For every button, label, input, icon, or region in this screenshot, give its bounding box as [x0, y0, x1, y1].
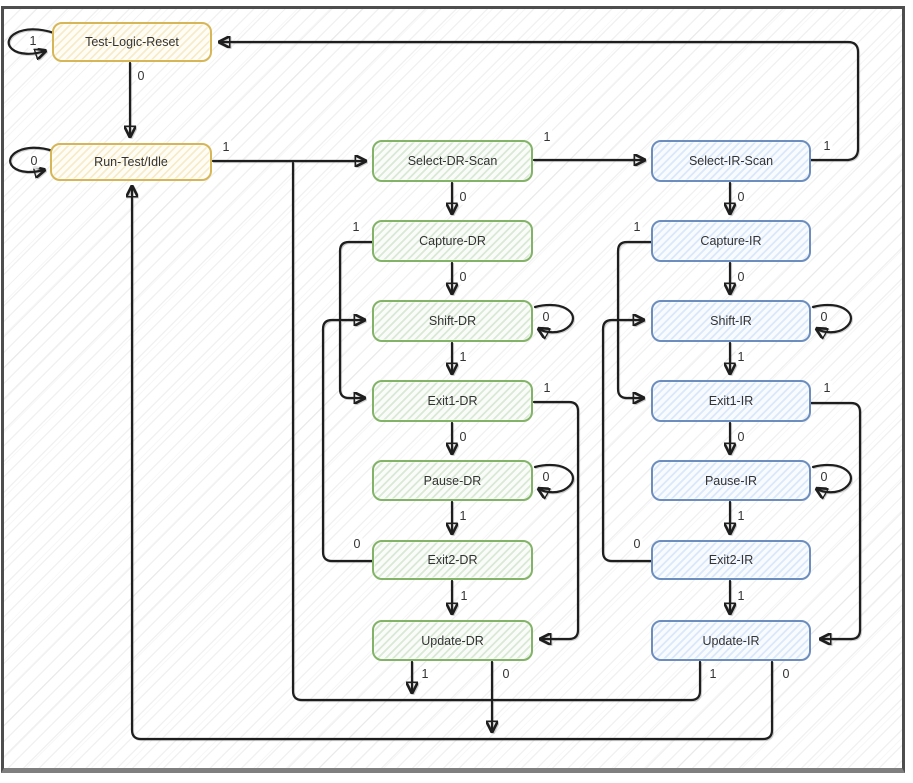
edge-label-tlr-rti: 0 — [135, 68, 147, 84]
edge-label-exit1ir-pauseir: 0 — [735, 429, 747, 445]
edge-label-cdr-exit1dr: 1 — [350, 219, 362, 235]
edge-label-shiftir-exit1ir: 1 — [735, 349, 747, 365]
state-label: Update-IR — [702, 633, 760, 648]
state-select-ir-scan[interactable]: Select-IR-Scan — [651, 140, 811, 182]
state-exit2-dr[interactable]: Exit2-DR — [372, 540, 533, 580]
state-shift-dr[interactable]: Shift-DR — [372, 300, 533, 342]
edge-label-exit2dr-shiftdr: 0 — [351, 536, 363, 552]
edge-sir-tlr — [220, 42, 860, 162]
state-exit1-ir[interactable]: Exit1-IR — [651, 380, 811, 422]
edge-label-tlr-self: 1 — [27, 33, 39, 49]
edge-label-pausedr-exit2dr: 1 — [457, 508, 469, 524]
edge-exit2ir-shiftir — [601, 320, 653, 563]
edge-label-cdr-shiftdr: 0 — [457, 269, 469, 285]
edge-shiftir-self — [811, 303, 852, 332]
state-label: Pause-IR — [704, 473, 758, 488]
state-label: Exit2-DR — [427, 553, 478, 567]
edge-label-pauseir-exit2ir: 1 — [735, 508, 747, 524]
edge-rti-self — [9, 146, 55, 172]
edge-label-exit1ir-updateir: 1 — [821, 380, 833, 396]
state-shift-ir[interactable]: Shift-IR — [651, 300, 811, 342]
state-pause-dr[interactable]: Pause-DR — [372, 460, 533, 501]
state-label: Capture-IR — [700, 234, 762, 248]
edge-label-shiftdr-self: 0 — [540, 309, 552, 325]
state-label: Shift-DR — [428, 314, 477, 328]
edge-label-updatedr-1: 1 — [419, 666, 431, 682]
edge-label-pausedr-self: 0 — [540, 469, 552, 485]
edge-label-updatedr-0: 0 — [500, 666, 512, 682]
edge-label-updateir-0: 0 — [780, 666, 792, 682]
edge-label-updateir-1: 1 — [707, 666, 719, 682]
state-label: Shift-IR — [710, 314, 752, 328]
edge-pauseir-self — [811, 463, 852, 492]
edge-label-sir-tlr: 1 — [821, 138, 833, 154]
state-label: Exit2-IR — [708, 553, 754, 567]
edge-exit2dr-shiftdr — [321, 320, 374, 563]
state-label: Run-Test/Idle — [94, 155, 168, 169]
state-capture-dr[interactable]: Capture-DR — [372, 220, 533, 262]
edge-label-cir-exit1ir: 1 — [631, 219, 643, 235]
state-label: Update-DR — [421, 633, 484, 648]
edge-label-shiftdr-exit1dr: 1 — [457, 349, 469, 365]
edge-tlr-self — [7, 28, 56, 53]
state-label: Pause-DR — [423, 473, 482, 488]
edge-label-exit1dr-pausedr: 0 — [457, 429, 469, 445]
state-label: Exit1-IR — [708, 394, 754, 408]
edge-exit1ir-updateir — [809, 401, 862, 639]
state-label: Select-DR-Scan — [407, 154, 498, 168]
state-update-dr[interactable]: Update-DR — [372, 620, 533, 661]
state-label: Select-IR-Scan — [688, 154, 774, 168]
edge-label-pauseir-self: 0 — [818, 469, 830, 485]
edge-label-exit2dr-updatedr: 1 — [458, 588, 470, 604]
state-label: Capture-DR — [419, 234, 486, 248]
state-test-logic-reset[interactable]: Test-Logic-Reset — [52, 22, 212, 62]
state-run-test-idle[interactable]: Run-Test/Idle — [50, 143, 212, 181]
state-capture-ir[interactable]: Capture-IR — [651, 220, 811, 262]
edge-label-sdr-cdr: 0 — [457, 189, 469, 205]
edge-exit1dr-updatedr — [532, 400, 580, 639]
edge-label-cir-shiftir: 0 — [735, 269, 747, 285]
edge-label-sir-cir: 0 — [735, 189, 747, 205]
state-select-dr-scan[interactable]: Select-DR-Scan — [372, 140, 533, 182]
edge-label-shiftir-self: 0 — [818, 309, 830, 325]
state-label: Test-Logic-Reset — [85, 35, 179, 49]
edge-label-exit1dr-updatedr: 1 — [541, 380, 553, 396]
edge-label-rti-sdr: 1 — [220, 139, 232, 155]
edge-pausedr-self — [533, 463, 574, 492]
state-pause-ir[interactable]: Pause-IR — [651, 460, 811, 501]
edge-updateir-0-trunk — [132, 187, 774, 741]
edge-label-exit2ir-shiftir: 0 — [631, 536, 643, 552]
edge-updateir-1-trunk — [291, 161, 702, 702]
edge-label-sdr-sir: 1 — [541, 129, 553, 145]
state-update-ir[interactable]: Update-IR — [651, 620, 811, 661]
edge-shiftdr-self — [533, 303, 574, 332]
state-exit1-dr[interactable]: Exit1-DR — [372, 380, 533, 422]
edge-label-rti-self: 0 — [28, 153, 40, 169]
edge-label-exit2ir-updateir: 1 — [735, 588, 747, 604]
state-label: Exit1-DR — [427, 394, 478, 408]
state-exit2-ir[interactable]: Exit2-IR — [651, 540, 811, 580]
